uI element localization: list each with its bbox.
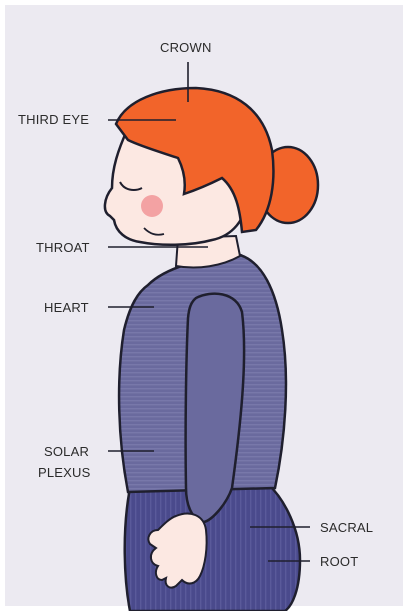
root-label: ROOT bbox=[320, 554, 358, 569]
solar-plexus-label-line1: SOLAR bbox=[44, 444, 89, 459]
solar-plexus-label-line2: PLEXUS bbox=[38, 465, 91, 480]
sacral-label: SACRAL bbox=[320, 520, 373, 535]
cheek bbox=[141, 195, 163, 217]
heart-label: HEART bbox=[44, 300, 89, 315]
third-eye-label: THIRD EYE bbox=[18, 112, 89, 127]
throat-label: THROAT bbox=[36, 240, 90, 255]
crown-label: CROWN bbox=[160, 40, 212, 55]
